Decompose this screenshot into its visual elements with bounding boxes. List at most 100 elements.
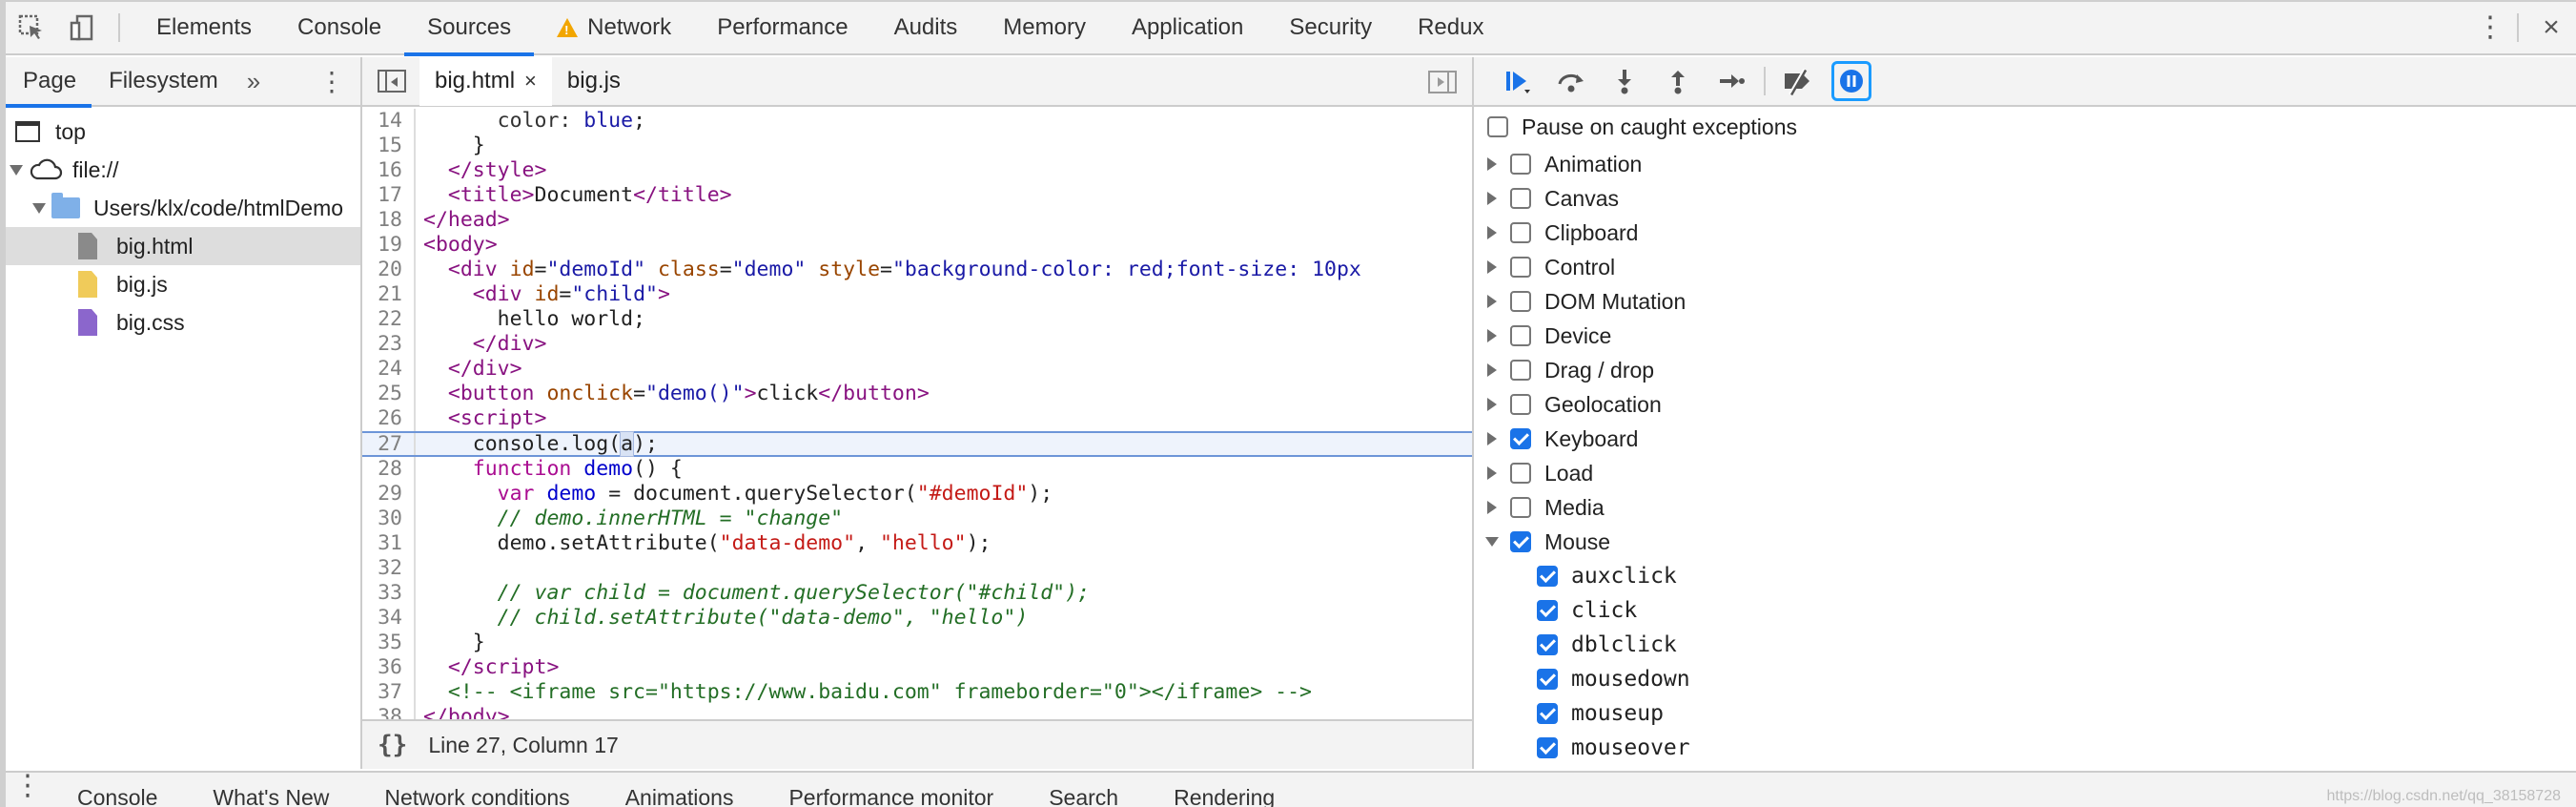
expand-arrow-icon[interactable] [32, 202, 46, 214]
breakpoint-category-row[interactable]: Media [1474, 490, 2576, 525]
tab-sources[interactable]: Sources [404, 1, 535, 56]
breakpoint-category-row[interactable]: Drag / drop [1474, 353, 2576, 387]
breakpoint-category-row[interactable]: Animation [1474, 147, 2576, 181]
expand-arrow-icon[interactable] [1487, 226, 1497, 239]
vertical-dots-icon[interactable]: ⋮ [318, 66, 345, 96]
line-number[interactable]: 38 [362, 705, 416, 719]
line-number[interactable]: 37 [362, 680, 416, 705]
line-number[interactable]: 19 [362, 233, 416, 258]
category-checkbox[interactable] [1510, 463, 1531, 484]
category-checkbox[interactable] [1510, 222, 1531, 243]
tab-page[interactable]: Page [6, 56, 92, 108]
step-over-button[interactable] [1544, 56, 1598, 106]
line-number[interactable]: 16 [362, 158, 416, 183]
mouse-event-row[interactable]: dblclick [1474, 628, 2576, 662]
code-line[interactable]: 24 </div> [362, 357, 1472, 382]
category-checkbox[interactable] [1510, 188, 1531, 209]
collapse-arrow-icon[interactable] [1485, 537, 1499, 547]
category-checkbox[interactable] [1510, 497, 1531, 518]
code-line[interactable]: 25 <button onclick="demo()">click</butto… [362, 382, 1472, 406]
code-line[interactable]: 14 color: blue; [362, 109, 1472, 134]
expand-arrow-icon[interactable] [1487, 192, 1497, 205]
tab-console[interactable]: Console [275, 1, 404, 54]
pause-on-exceptions-button[interactable] [1825, 56, 1878, 106]
pretty-print-button[interactable]: {} [378, 731, 408, 759]
drawer-tab-rendering[interactable]: Rendering [1174, 785, 1276, 807]
tree-item-top[interactable]: top [6, 113, 360, 151]
code-line[interactable]: 18</head> [362, 208, 1472, 233]
vertical-dots-icon[interactable]: ⋮ [13, 771, 42, 801]
breakpoint-category-row[interactable]: Keyboard [1474, 422, 2576, 456]
code-line[interactable]: 31 demo.setAttribute("data-demo", "hello… [362, 531, 1472, 556]
tab-memory[interactable]: Memory [980, 1, 1109, 54]
breakpoint-category-row[interactable]: Geolocation [1474, 387, 2576, 422]
line-number[interactable]: 32 [362, 556, 416, 581]
step-into-button[interactable] [1598, 56, 1651, 106]
code-line[interactable]: 26 <script> [362, 406, 1472, 431]
current-code-line[interactable]: 27 console.log(a); [362, 431, 1472, 457]
tree-item-file-origin[interactable]: file:// [6, 151, 360, 189]
code-line[interactable]: 16 </style> [362, 158, 1472, 183]
expand-arrow-icon[interactable] [1487, 329, 1497, 342]
toggle-navigator-icon[interactable] [378, 70, 406, 93]
line-number[interactable]: 22 [362, 307, 416, 332]
line-number[interactable]: 20 [362, 258, 416, 282]
category-checkbox[interactable] [1510, 531, 1531, 552]
drawer-tab-animations[interactable]: Animations [624, 785, 734, 807]
event-checkbox[interactable] [1537, 600, 1558, 621]
category-checkbox[interactable] [1510, 291, 1531, 312]
line-number[interactable]: 25 [362, 382, 416, 406]
code-line[interactable]: 30 // demo.innerHTML = "change" [362, 507, 1472, 531]
breakpoint-category-row[interactable]: Device [1474, 319, 2576, 353]
event-checkbox[interactable] [1537, 703, 1558, 724]
code-line[interactable]: 29 var demo = document.querySelector("#d… [362, 482, 1472, 507]
line-number[interactable]: 26 [362, 406, 416, 431]
expand-arrow-icon[interactable] [1487, 260, 1497, 274]
tree-item-big-css[interactable]: big.css [6, 303, 360, 341]
tab-audits[interactable]: Audits [871, 1, 981, 54]
expand-arrow-icon[interactable] [1487, 398, 1497, 411]
code-line[interactable]: 36 </script> [362, 655, 1472, 680]
close-icon[interactable]: × [2543, 11, 2560, 43]
expand-arrow-icon[interactable] [1487, 157, 1497, 171]
line-number[interactable]: 17 [362, 183, 416, 208]
toggle-debugger-icon[interactable] [1428, 71, 1457, 93]
line-number[interactable]: 30 [362, 507, 416, 531]
event-checkbox[interactable] [1537, 737, 1558, 758]
more-tabs-icon[interactable]: » [246, 66, 261, 95]
tab-network[interactable]: ! Network [534, 1, 694, 54]
code-line[interactable]: 23 </div> [362, 332, 1472, 357]
line-number[interactable]: 27 [362, 433, 416, 455]
category-checkbox[interactable] [1510, 154, 1531, 175]
code-line[interactable]: 22 hello world; [362, 307, 1472, 332]
line-number[interactable]: 34 [362, 606, 416, 631]
tab-application[interactable]: Application [1109, 1, 1266, 54]
tab-security[interactable]: Security [1266, 1, 1395, 54]
mouse-event-row[interactable]: click [1474, 593, 2576, 628]
category-checkbox[interactable] [1510, 325, 1531, 346]
close-tab-icon[interactable]: × [524, 69, 537, 93]
breakpoint-category-row[interactable]: Load [1474, 456, 2576, 490]
mouse-event-row[interactable]: auxclick [1474, 559, 2576, 593]
breakpoint-category-row[interactable]: DOM Mutation [1474, 284, 2576, 319]
device-toolbar-icon[interactable] [57, 1, 109, 54]
line-number[interactable]: 15 [362, 134, 416, 158]
line-number[interactable]: 21 [362, 282, 416, 307]
inspect-element-icon[interactable] [6, 1, 57, 54]
tree-item-folder[interactable]: Users/klx/code/htmlDemo [6, 189, 360, 227]
tree-item-big-js[interactable]: big.js [6, 265, 360, 303]
expand-arrow-icon[interactable] [1487, 432, 1497, 445]
tab-filesystem[interactable]: Filesystem [92, 56, 234, 106]
breakpoint-category-row[interactable]: Canvas [1474, 181, 2576, 216]
code-line[interactable]: 33 // var child = document.querySelector… [362, 581, 1472, 606]
code-line[interactable]: 20 <div id="demoId" class="demo" style="… [362, 258, 1472, 282]
expand-arrow-icon[interactable] [1487, 501, 1497, 514]
code-line[interactable]: 28 function demo() { [362, 457, 1472, 482]
event-checkbox[interactable] [1537, 634, 1558, 655]
code-line[interactable]: 19<body> [362, 233, 1472, 258]
line-number[interactable]: 31 [362, 531, 416, 556]
editor-tab-big-js[interactable]: big.js [552, 56, 636, 106]
drawer-tab-whats-new[interactable]: What's New [213, 785, 330, 807]
code-line[interactable]: 21 <div id="child"> [362, 282, 1472, 307]
pause-caught-exceptions-row[interactable]: Pause on caught exceptions [1474, 107, 2576, 147]
